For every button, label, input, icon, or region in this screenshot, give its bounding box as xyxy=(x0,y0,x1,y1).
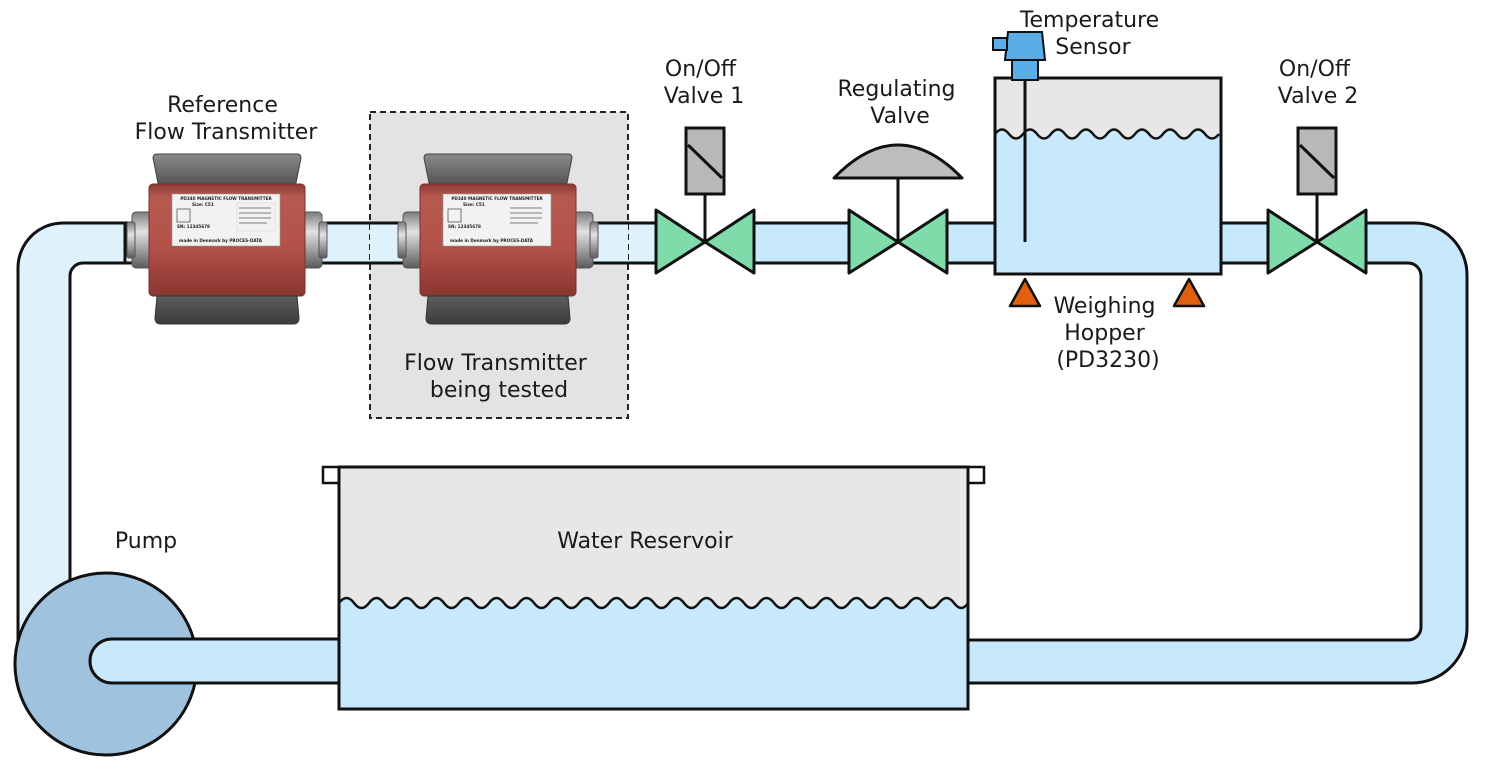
pipe-left-loop xyxy=(16,221,132,642)
reservoir-water xyxy=(339,598,968,709)
scale-foot-left-icon xyxy=(1008,277,1042,308)
on-off-valve-2 xyxy=(1266,126,1368,275)
pipe-top-mid1 xyxy=(743,221,857,265)
label-on-off-valve-1: On/Off Valve 1 xyxy=(664,57,744,109)
nameplate-size: Size: C51 xyxy=(463,202,485,207)
reference-flow-transmitter: PD340 MAGNETIC FLOW TRANSMITTER Size: C5… xyxy=(126,153,328,325)
pipe-right-loop xyxy=(958,221,1469,685)
temperature-sensor xyxy=(992,31,1047,242)
valve-right-icon xyxy=(1315,208,1368,275)
scale-foot-right-icon xyxy=(1172,277,1206,308)
weighing-hopper xyxy=(993,76,1223,308)
pipe-top-mid2 xyxy=(938,221,1000,265)
nameplate-serial: SN: 12345678 xyxy=(448,224,481,229)
flow-transmitter-under-test: PD340 MAGNETIC FLOW TRANSMITTER Size: C5… xyxy=(397,153,599,325)
nameplate-serial: SN: 12345678 xyxy=(177,224,210,229)
labels: Reference Flow Transmitter Flow Transmit… xyxy=(115,8,1358,554)
valve-left-icon xyxy=(847,208,900,275)
sensor-stem-icon xyxy=(1011,59,1039,81)
valve-left-icon xyxy=(1266,208,1319,275)
label-water-reservoir: Water Reservoir xyxy=(557,529,733,554)
label-reference-flow-transmitter: Reference Flow Transmitter xyxy=(135,93,319,145)
regulating-valve xyxy=(832,143,964,275)
nameplate-size: Size: C51 xyxy=(192,202,214,207)
label-flow-transmitter-tested: Flow Transmitter being tested xyxy=(404,351,594,403)
nameplate-made-in: made in Denmark by PROCES-DATA xyxy=(450,238,534,243)
diaphragm-actuator-icon xyxy=(832,143,964,180)
valve-right-icon xyxy=(703,208,756,275)
nameplate-title: PD340 MAGNETIC FLOW TRANSMITTER xyxy=(451,196,543,201)
nameplate-title: PD340 MAGNETIC FLOW TRANSMITTER xyxy=(180,196,272,201)
label-temperature-sensor: Temperature Sensor xyxy=(1019,8,1166,60)
label-on-off-valve-2: On/Off Valve 2 xyxy=(1278,57,1358,109)
label-regulating-valve: Regulating Valve xyxy=(838,77,963,129)
hopper-water xyxy=(995,129,1221,274)
label-pump: Pump xyxy=(115,529,177,554)
on-off-valve-1 xyxy=(654,126,756,275)
pump xyxy=(13,571,202,757)
label-weighing-hopper: Weighing Hopper (PD3230) xyxy=(1053,294,1162,373)
nameplate-made-in: made in Denmark by PROCES-DATA xyxy=(179,238,263,243)
water-reservoir xyxy=(321,465,986,711)
valve-left-icon xyxy=(654,208,707,275)
sensor-head-icon xyxy=(1003,31,1047,61)
valve-right-icon xyxy=(896,208,949,275)
